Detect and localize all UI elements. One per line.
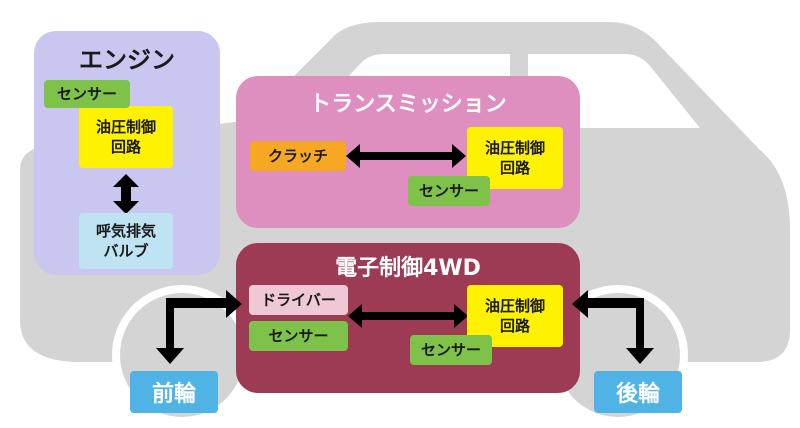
exhaust-valve-line1: 呼気排気 <box>95 222 156 240</box>
front-wheel-label: 前輪 <box>130 371 218 413</box>
rear-wheel-label: 後輪 <box>594 371 682 413</box>
clutch-box: クラッチ <box>250 141 346 171</box>
transmission-hydraulic-line1: 油圧制御 <box>484 139 545 157</box>
transmission-hydraulic-circuit: 油圧制御 回路 <box>467 127 563 189</box>
transmission-hydraulic-line2: 回路 <box>499 159 530 177</box>
transmission-sensor: センサー <box>408 176 490 206</box>
engine-hydraulic-line2: 回路 <box>110 138 141 156</box>
driver-box: ドライバー <box>249 285 348 315</box>
awd-title: 電子制御4WD <box>335 256 481 281</box>
transmission-double-arrow <box>346 144 466 168</box>
awd-hydraulic-line2: 回路 <box>499 317 530 335</box>
awd-sensor-right: センサー <box>410 335 492 365</box>
awd-double-arrow <box>348 304 468 328</box>
awd-sensor-left: センサー <box>249 321 348 351</box>
exhaust-valve: 呼気排気 バルブ <box>79 213 173 269</box>
engine-title: エンジン <box>79 46 175 74</box>
rear-wheel-arrow <box>572 290 654 364</box>
awd-hydraulic-line1: 油圧制御 <box>484 297 545 315</box>
engine-hydraulic-line1: 油圧制御 <box>95 118 156 136</box>
engine-double-arrow <box>113 174 139 214</box>
engine-sensor: センサー <box>44 80 130 108</box>
front-wheel-arrow <box>156 290 242 364</box>
exhaust-valve-line2: バルブ <box>103 242 149 260</box>
transmission-title: トランスミッション <box>309 92 507 117</box>
engine-hydraulic-circuit: 油圧制御 回路 <box>79 106 173 168</box>
